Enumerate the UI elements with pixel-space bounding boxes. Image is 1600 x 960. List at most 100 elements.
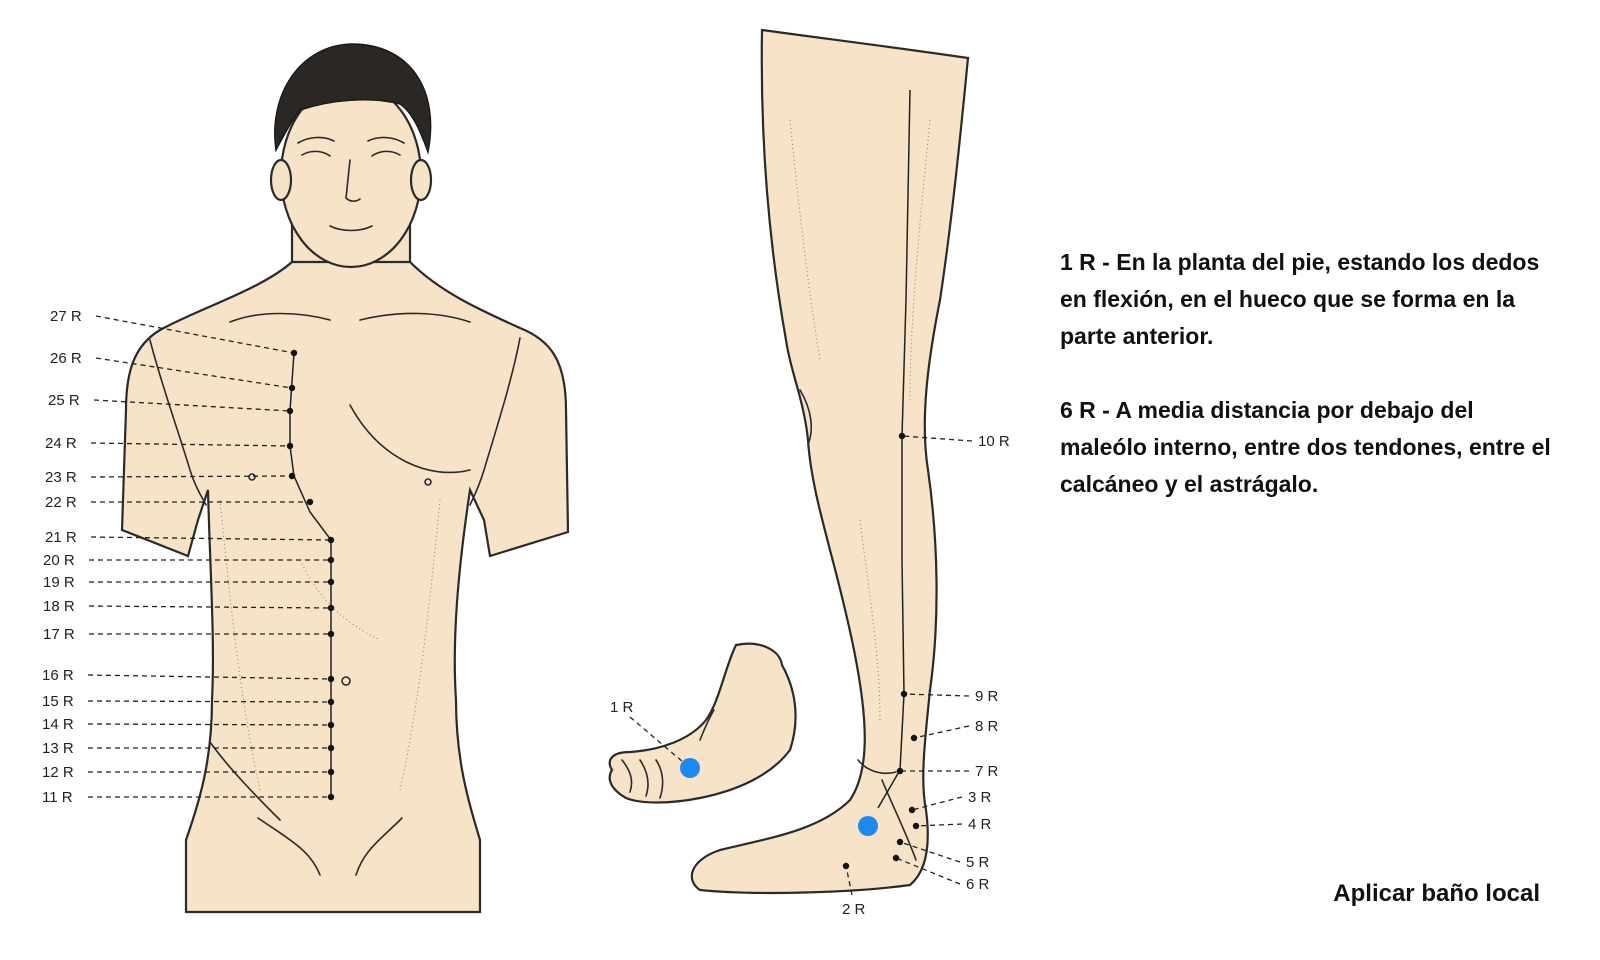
navel [341, 676, 351, 686]
leg-shading [789, 119, 931, 721]
leader-24r [90, 442, 291, 447]
description-6r: 6 R - A media distancia por debajo del m… [1060, 397, 1551, 497]
point-25r [286, 407, 294, 415]
label-27r: 27 R [50, 308, 82, 325]
point-24r [286, 442, 294, 450]
point-2r [842, 862, 850, 870]
leader-1r [629, 716, 691, 769]
highlight-6r [858, 816, 878, 836]
sole-crease [699, 709, 715, 741]
leader-6r [895, 857, 961, 885]
leader-5r [899, 841, 961, 863]
point-3r [908, 806, 916, 814]
label-11r: 11 R [42, 789, 73, 806]
nipple-right [424, 478, 432, 486]
label-17r: 17 R [43, 626, 75, 643]
nipple-left [248, 473, 256, 481]
label-15r: 15 R [42, 693, 74, 710]
description-1r: 1 R - En la planta del pie, estando los … [1060, 249, 1540, 349]
label-24r: 24 R [45, 435, 77, 452]
leader-27r [95, 315, 295, 354]
label-8r: 8 R [975, 718, 999, 735]
point-8r [910, 734, 918, 742]
point-23r [288, 472, 296, 480]
torso-shading [219, 499, 441, 791]
label-7r: 7 R [975, 763, 999, 780]
knee-contour [799, 389, 813, 446]
brow-left [297, 136, 335, 144]
ear-left [269, 158, 293, 202]
point-7r [896, 767, 904, 775]
label-4r: 4 R [968, 816, 992, 833]
clavicle-left [229, 312, 331, 323]
pectoral-line [349, 404, 471, 474]
highlighted-points [680, 758, 878, 836]
sole-foot [608, 642, 797, 804]
leader-4r [915, 823, 963, 827]
torso-figure [120, 43, 570, 914]
leader-10r [901, 435, 973, 442]
ankle-contour [857, 759, 897, 775]
label-3r: 3 R [968, 789, 992, 806]
eye-right [371, 150, 401, 157]
left-arm-seam [149, 339, 207, 506]
point-16r [327, 675, 335, 683]
label-5r: 5 R [966, 854, 990, 871]
leader-2r [845, 865, 853, 896]
nose [345, 159, 361, 202]
label-1r: 1 R [610, 699, 634, 716]
point-13r [327, 744, 335, 752]
point-21r [327, 536, 335, 544]
label-22r: 22 R [45, 494, 77, 511]
point-17r [327, 630, 335, 638]
mouth [329, 225, 373, 232]
leader-15r [87, 700, 332, 703]
leader-14r [87, 723, 332, 726]
point-27r [290, 349, 298, 357]
label-9r: 9 R [975, 688, 999, 705]
leader-26r [95, 357, 293, 389]
sole-figure [608, 642, 797, 804]
label-6r: 6 R [966, 876, 990, 893]
point-11r [327, 793, 335, 801]
foot-point-labels: 1 R [610, 699, 691, 769]
leader-8r [913, 725, 970, 739]
point-18r [327, 604, 335, 612]
hip-line [209, 741, 281, 821]
leader-21r [90, 536, 332, 541]
leader-16r [87, 674, 332, 680]
label-26r: 26 R [50, 350, 82, 367]
label-19r: 19 R [43, 574, 75, 591]
point-10r [898, 432, 906, 440]
head [279, 81, 423, 269]
label-23r: 23 R [45, 469, 77, 486]
point-22r [306, 498, 314, 506]
point-12r [327, 768, 335, 776]
point-9r [900, 690, 908, 698]
ear-right [409, 158, 433, 202]
leader-9r [903, 693, 970, 697]
groin-line-left [257, 817, 321, 876]
heel-contour [881, 779, 917, 861]
highlight-1r [680, 758, 700, 778]
point-26r [288, 384, 296, 392]
point-6r [892, 854, 900, 862]
point-20r [327, 556, 335, 564]
eye-left [301, 150, 331, 157]
label-25r: 25 R [48, 392, 80, 409]
clavicle-right [359, 312, 471, 323]
label-12r: 12 R [42, 764, 74, 781]
point-5r [896, 838, 904, 846]
footer-instruction: Aplicar baño local [1333, 880, 1540, 907]
torso-body [120, 260, 570, 914]
hair [274, 43, 432, 155]
right-arm-seam [469, 337, 521, 506]
point-14r [327, 721, 335, 729]
torso-point-labels: 27 R26 R25 R24 R23 R22 R21 R20 R19 R18 R… [42, 308, 335, 806]
groin-line-right [355, 817, 403, 876]
leg-body [690, 28, 970, 895]
leg-figure [690, 28, 970, 895]
point-15r [327, 698, 335, 706]
point-19r [327, 578, 335, 586]
